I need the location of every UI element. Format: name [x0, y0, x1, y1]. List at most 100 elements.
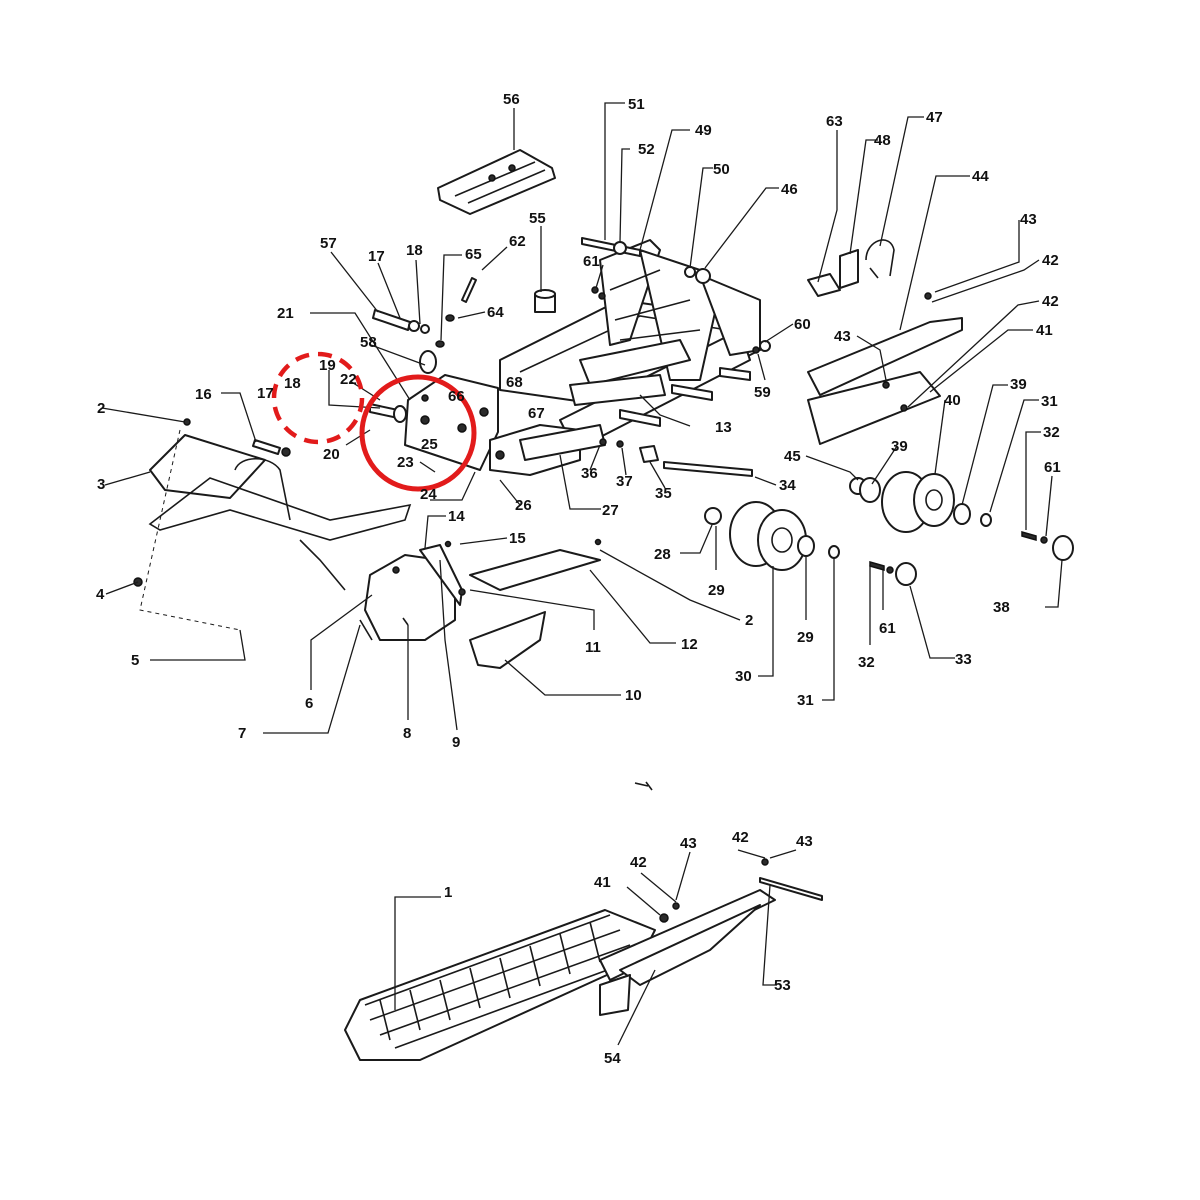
- callout-2-lower: 2: [745, 612, 753, 629]
- part-1-track: [344, 909, 656, 1061]
- part-32-bolt: [1021, 531, 1048, 544]
- part-62-bolt: [435, 277, 477, 348]
- callout-30: 30: [735, 668, 752, 685]
- part-15-screw: [444, 540, 452, 548]
- part-42-washer: [672, 902, 680, 910]
- callout-43-lower-left: 43: [680, 835, 697, 852]
- callout-50: 50: [713, 161, 730, 178]
- callout-44: 44: [972, 168, 989, 185]
- callout-62: 62: [509, 233, 526, 250]
- callout-32-lower: 32: [858, 654, 875, 671]
- callout-12: 12: [681, 636, 698, 653]
- callout-6: 6: [305, 695, 313, 712]
- callout-18-lower: 18: [284, 375, 301, 392]
- part-57-bolt: [372, 309, 430, 334]
- callout-52: 52: [638, 141, 655, 158]
- callout-19: 19: [319, 357, 336, 374]
- callout-24: 24: [420, 486, 437, 503]
- callout-1: 1: [444, 884, 452, 901]
- callout-25: 25: [421, 436, 438, 453]
- callout-38: 38: [993, 599, 1010, 616]
- callout-17-lower: 17: [257, 385, 274, 402]
- callout-5: 5: [131, 652, 139, 669]
- part-48-clamp: [807, 239, 895, 297]
- callout-28: 28: [654, 546, 671, 563]
- callout-33: 33: [955, 651, 972, 668]
- callout-54: 54: [604, 1050, 621, 1067]
- part-40-idler-wheel: [849, 471, 992, 533]
- callout-labels: 56 51 49 52 50 46 63 48 47 44 43 42 42 4…: [96, 91, 1061, 1067]
- callout-57: 57: [320, 235, 337, 252]
- callout-49: 49: [695, 122, 712, 139]
- part-30-wheel: [704, 501, 840, 571]
- callout-7: 7: [238, 725, 246, 742]
- part-56-skid-plate: [437, 149, 556, 215]
- part-12-plate: [469, 549, 601, 591]
- callout-8: 8: [403, 725, 411, 742]
- callout-51: 51: [628, 96, 645, 113]
- callout-43-lower-right: 43: [796, 833, 813, 850]
- callout-41-upper: 41: [1036, 322, 1053, 339]
- callout-56: 56: [503, 91, 520, 108]
- part-5-rear-bumper: [133, 418, 412, 631]
- callout-11: 11: [585, 639, 601, 656]
- callout-63: 63: [826, 113, 843, 130]
- callout-39-right: 39: [1010, 376, 1027, 393]
- callout-42-lower-right: 42: [732, 829, 749, 846]
- part-13-main-frame: [499, 239, 761, 451]
- callout-14: 14: [448, 508, 465, 525]
- callout-45: 45: [784, 448, 801, 465]
- callout-43-upper: 43: [1020, 211, 1037, 228]
- part-43-bolt: [761, 858, 769, 866]
- callout-55: 55: [529, 210, 546, 227]
- part-19-bushing: [369, 403, 407, 423]
- callout-64: 64: [487, 304, 504, 321]
- callout-29-left: 29: [708, 582, 725, 599]
- callout-10: 10: [625, 687, 642, 704]
- part-54-slide-rail: [599, 889, 776, 1016]
- callout-42-lower-left: 42: [630, 854, 647, 871]
- callout-59: 59: [754, 384, 771, 401]
- part-51-bolt: [581, 237, 711, 284]
- callout-22: 22: [340, 371, 357, 388]
- part-33-cap: [869, 561, 917, 586]
- part-drawings: [133, 149, 1074, 1061]
- part-44-slide-cover: [807, 292, 963, 445]
- callout-29-right: 29: [797, 629, 814, 646]
- callout-61-upper: 61: [583, 253, 600, 270]
- callout-37: 37: [616, 473, 633, 490]
- callout-9: 9: [452, 734, 460, 751]
- callout-58: 58: [360, 334, 377, 351]
- part-60-hardware: [591, 286, 771, 354]
- callout-39-upper: 39: [891, 438, 908, 455]
- part-6-chaincase-cover: [359, 544, 466, 641]
- leader-lines: [101, 102, 1063, 1046]
- callout-15: 15: [509, 530, 526, 547]
- loose-fragment: [634, 781, 653, 791]
- callout-20: 20: [323, 446, 340, 463]
- callout-60: 60: [794, 316, 811, 333]
- highlight-dashed-circle: [271, 351, 365, 445]
- callout-18-upper: 18: [406, 242, 423, 259]
- callout-13: 13: [715, 419, 732, 436]
- callout-36: 36: [581, 465, 598, 482]
- callout-26: 26: [515, 497, 532, 514]
- callout-32-upper: 32: [1043, 424, 1060, 441]
- callout-21: 21: [277, 305, 294, 322]
- callout-68: 68: [506, 374, 523, 391]
- highlight-markers: [271, 351, 477, 492]
- part-35-nut: [599, 438, 659, 463]
- part-2-screw: [594, 538, 602, 546]
- highlight-solid-circle: [359, 374, 477, 492]
- callout-42-upper: 42: [1042, 252, 1059, 269]
- callout-31-upper: 31: [1041, 393, 1058, 410]
- callout-16: 16: [195, 386, 212, 403]
- callout-34: 34: [779, 477, 796, 494]
- callout-40: 40: [944, 392, 961, 409]
- callout-27: 27: [602, 502, 619, 519]
- callout-42-middle: 42: [1042, 293, 1059, 310]
- part-55-bumper: [534, 289, 556, 313]
- callout-35: 35: [655, 485, 672, 502]
